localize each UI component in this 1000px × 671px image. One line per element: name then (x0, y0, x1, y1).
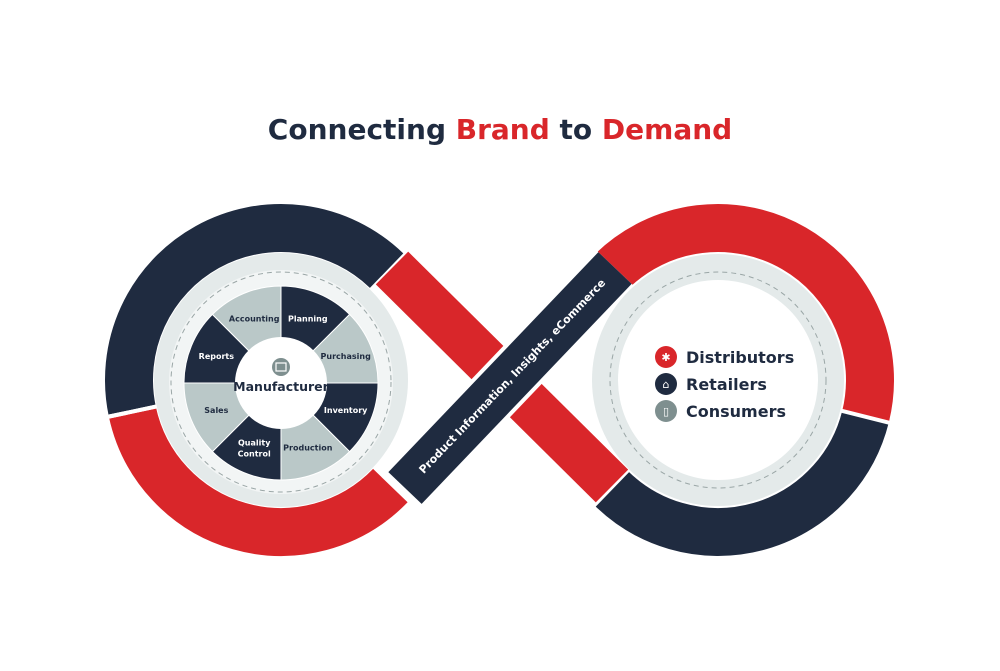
network-icon (655, 346, 677, 368)
demand-circle: ✱ Distributors ⌂ Retailers ▯ Consumers (592, 254, 844, 506)
factory-icon (272, 358, 290, 376)
demand-label: Distributors (686, 348, 794, 367)
right-navy-arc (595, 410, 889, 556)
segment-label: Inventory (324, 406, 368, 415)
manufacturer-label: Manufacturer (233, 379, 329, 394)
left-red-arc (108, 406, 408, 556)
navy-cross-band (388, 252, 632, 504)
segment-label: Reports (199, 352, 235, 361)
page-title: Connecting Brand to Demand (268, 113, 732, 146)
svg-text:⌂: ⌂ (663, 378, 670, 391)
svg-text:▯: ▯ (663, 405, 669, 418)
store-icon (655, 373, 677, 395)
left-navy-arc (105, 204, 404, 417)
segment-label: Accounting (229, 314, 280, 323)
segment-label: Sales (204, 406, 228, 415)
demand-item-consumers: ▯ Consumers (655, 400, 786, 422)
demand-label: Retailers (686, 375, 767, 394)
demand-item-retailers: ⌂ Retailers (655, 373, 767, 395)
segment-label: Production (283, 444, 333, 453)
svg-text:✱: ✱ (661, 351, 670, 364)
right-red-arc (595, 204, 894, 423)
phone-icon (655, 400, 677, 422)
segment-label: Purchasing (321, 352, 372, 361)
demand-label: Consumers (686, 402, 786, 421)
demand-item-distributors: ✱ Distributors (655, 346, 794, 368)
segment-label: Planning (288, 314, 328, 323)
